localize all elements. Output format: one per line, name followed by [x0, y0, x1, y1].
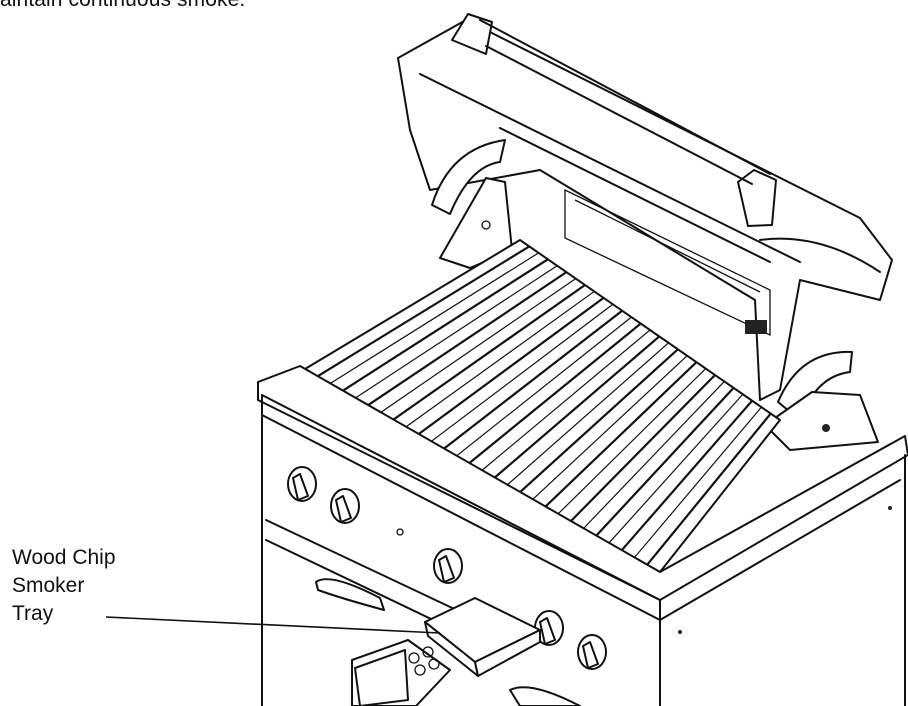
grate-bar	[543, 361, 698, 509]
grate-bar	[646, 412, 772, 566]
grill-body	[257, 365, 908, 706]
grate-bar	[440, 309, 623, 452]
knob[interactable]	[330, 488, 360, 524]
grate-bar	[312, 245, 530, 381]
callout-label: Wood Chip Smoker Tray	[12, 544, 116, 628]
grate-bar	[351, 265, 558, 402]
callout-line-3: Tray	[12, 602, 54, 625]
grate-bar	[492, 335, 661, 480]
knob[interactable]	[433, 548, 463, 584]
grate-bar	[402, 290, 595, 430]
caption-text: aintain continuous smoke.	[0, 0, 245, 12]
control-knobs	[287, 466, 607, 670]
grate-bar	[389, 284, 586, 423]
grate-bar	[517, 348, 679, 495]
callout-line-2: Smoker	[12, 574, 85, 597]
grate-bar	[453, 316, 632, 459]
knob[interactable]	[577, 634, 607, 670]
grate-bar	[376, 278, 577, 416]
callout-leader-line	[105, 616, 441, 634]
grate-bar	[363, 271, 568, 409]
grate-bar	[531, 355, 688, 502]
grate-bar	[428, 303, 614, 444]
grate-bar	[620, 399, 753, 552]
grate-bar	[608, 393, 744, 544]
grate-bar	[415, 296, 605, 438]
knob[interactable]	[287, 466, 317, 502]
grate-bar	[479, 329, 651, 473]
wood-chip-smoker-tray[interactable]	[351, 597, 541, 706]
lid-bracket-right	[745, 320, 879, 451]
grate-bar	[582, 381, 725, 530]
grate-bar	[325, 252, 539, 387]
callout-line-1: Wood Chip	[12, 546, 116, 569]
lid-handle	[451, 13, 777, 227]
grate-bar	[556, 368, 707, 516]
lid-bracket-left	[431, 139, 513, 269]
grate-bar	[569, 374, 716, 523]
grate-bar	[594, 387, 735, 538]
grate-bar	[337, 258, 549, 395]
grate-bar	[466, 322, 642, 466]
grate-bar	[505, 342, 669, 487]
grill-lid	[397, 19, 893, 401]
grate-bar	[633, 406, 762, 559]
